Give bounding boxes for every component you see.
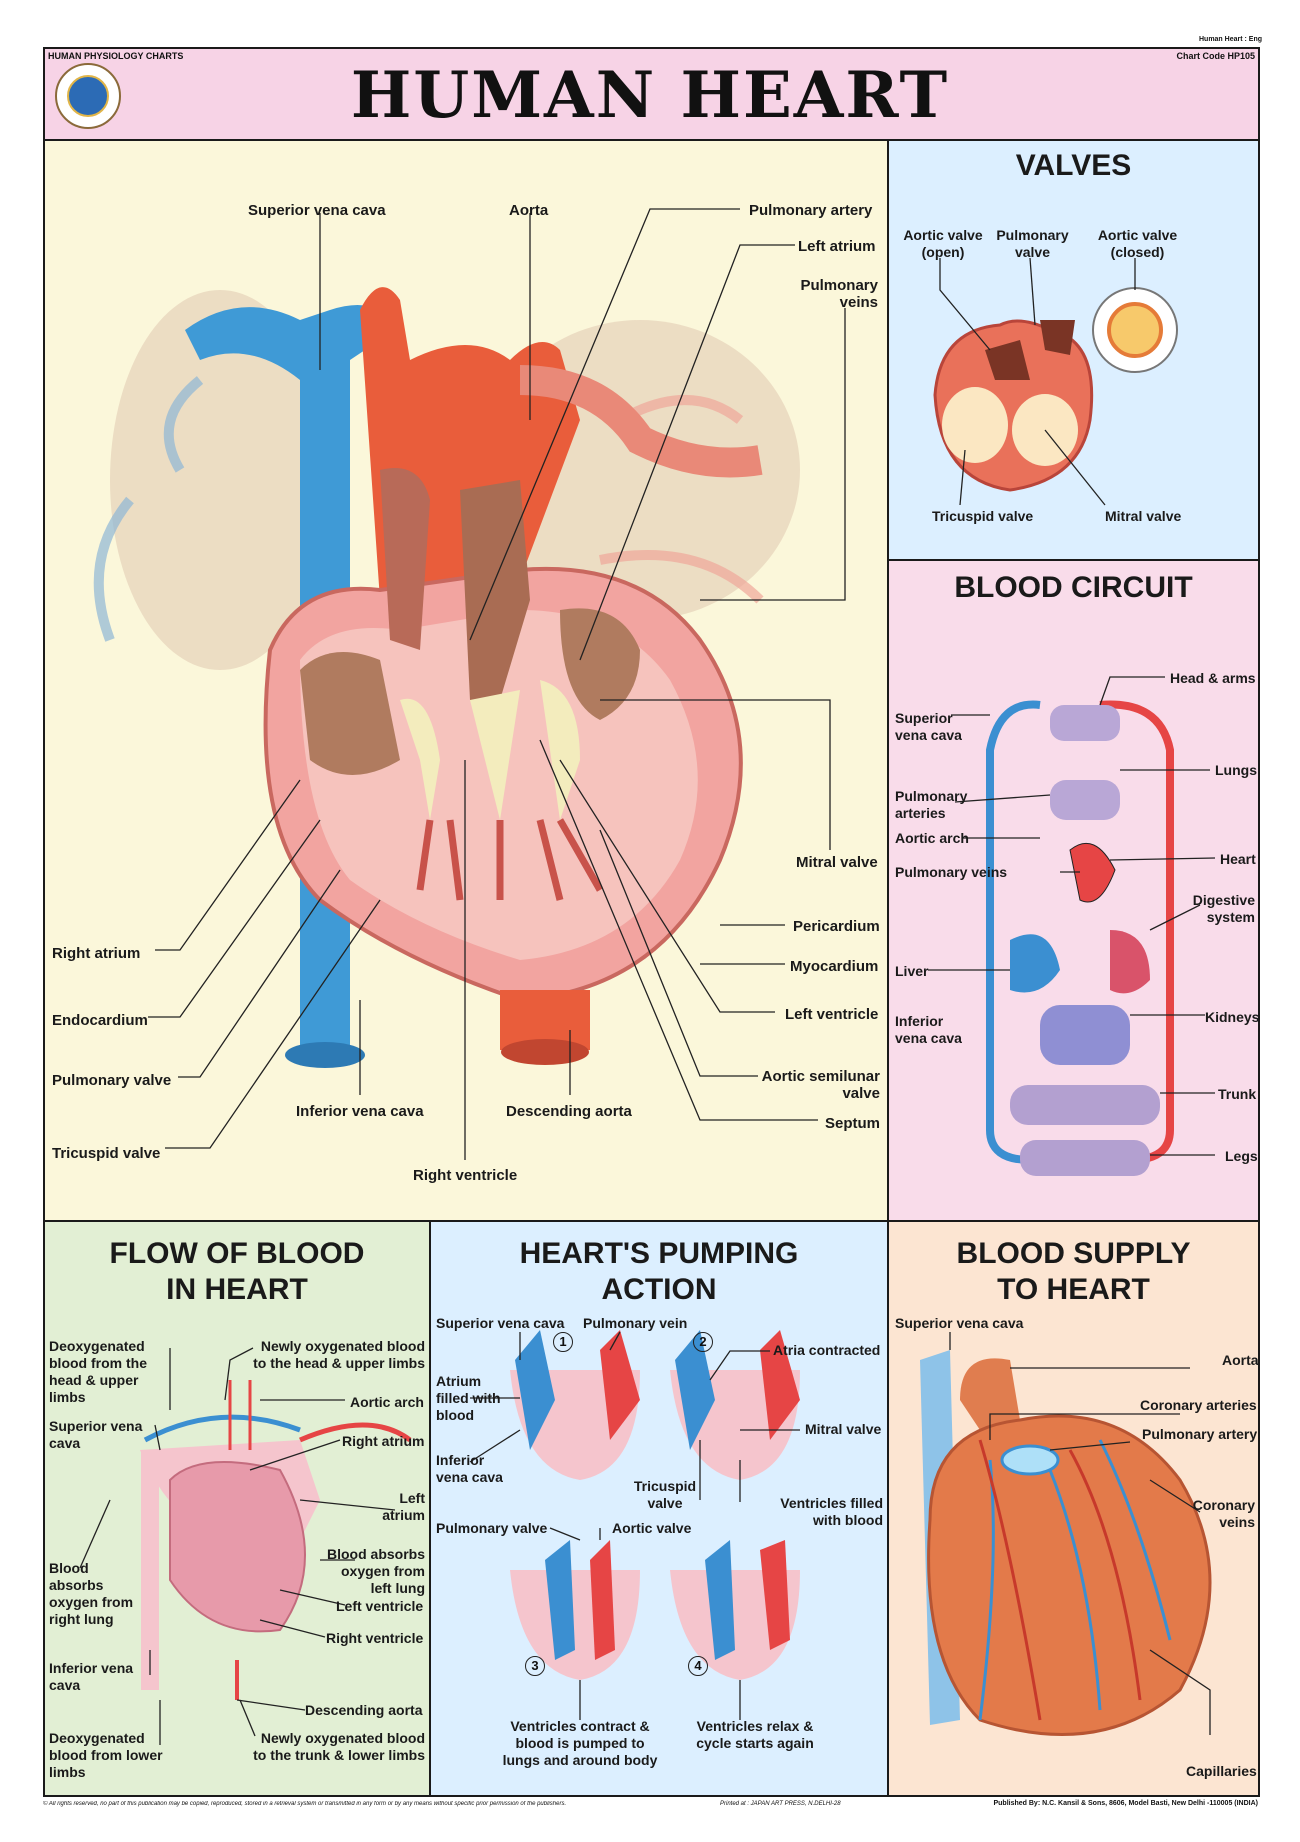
label-pulmonary-veins: Pulmonary veins [895, 864, 1008, 880]
label-coronary-veins: Coronary veins [1192, 1497, 1255, 1530]
label-tricuspid-valve: Tricuspid valve [633, 1478, 697, 1511]
label-left-atrium: Left atrium [382, 1490, 425, 1523]
chart-code: Chart Code HP105 [1176, 51, 1255, 61]
label-pulmonary-valve: Pulmonary valve [996, 227, 1069, 260]
label-left-ventricle: Left ventricle [336, 1598, 424, 1614]
label-septum: Septum [825, 1115, 881, 1132]
pump-panel [429, 1220, 889, 1797]
label-inferior-vena-cava: Inferior vena cava [296, 1103, 424, 1120]
label-pericardium: Pericardium [793, 918, 880, 935]
label-deoxy-lower: Deoxygenated blood from lower limbs [49, 1730, 163, 1780]
label-inferior-vena-cava: Inferior vena cava [436, 1452, 503, 1485]
label-deoxy-upper: Deoxygenated blood from the head & upper… [49, 1338, 147, 1405]
label-pulmonary-veins: Pulmonary veins [800, 277, 878, 311]
pump-title: HEART'S PUMPING ACTION [519, 1237, 799, 1306]
step-2: 2 [693, 1332, 713, 1352]
label-inferior-vena-cava: Inferior vena cava [49, 1660, 134, 1693]
label-absorbs-left-lung: Blood absorbs oxygen from left lung [326, 1546, 425, 1596]
valves-illustration [933, 257, 1178, 506]
label-lungs: Lungs [1215, 762, 1257, 778]
label-ventricles-contract: Ventricles contract & blood is pumped to… [502, 1718, 658, 1768]
footer-printer: Printed at : JAPAN ART PRESS, N.DELHI-28 [720, 1801, 841, 1807]
label-oxy-lower: Newly oxygenated blood to the trunk & lo… [253, 1730, 425, 1763]
label-ventricles-relax: Ventricles relax & cycle starts again [696, 1718, 814, 1751]
label-aortic-valve-open: Aortic valve (open) [903, 227, 983, 260]
flow-title: FLOW OF BLOOD IN HEART [109, 1237, 365, 1306]
main-heart-illustration [185, 287, 763, 1068]
label-inferior-vena-cava: Inferior vena cava [895, 1013, 962, 1046]
label-oxy-upper: Newly oxygenated blood to the head & upp… [253, 1338, 425, 1371]
series-label: HUMAN PHYSIOLOGY CHARTS [48, 51, 184, 61]
flow-illustration [79, 1347, 412, 1745]
label-ventricles-filled: Ventricles filled with blood [780, 1495, 883, 1528]
label-right-ventricle: Right ventricle [326, 1630, 424, 1646]
label-pulmonary-artery: Pulmonary artery [749, 202, 873, 219]
label-aortic-valve-closed: Aortic valve (closed) [1097, 227, 1178, 260]
blood-circuit-illustration [928, 676, 1216, 1176]
supply-title: BLOOD SUPPLY TO HEART [956, 1237, 1191, 1306]
supply-illustration [920, 1332, 1212, 1736]
label-mitral-valve: Mitral valve [796, 854, 878, 871]
label-head-arms: Head & arms [1170, 670, 1256, 686]
label-atria-contracted: Atria contracted [773, 1342, 881, 1358]
label-legs: Legs [1225, 1148, 1258, 1164]
label-pulmonary-arteries: Pulmonary arteries [895, 788, 968, 821]
label-pulmonary-valve: Pulmonary valve [52, 1072, 172, 1089]
label-myocardium: Myocardium [790, 958, 879, 975]
label-digestive-system: Digestive system [1192, 892, 1255, 925]
label-tricuspid-valve: Tricuspid valve [52, 1145, 161, 1162]
label-superior-vena-cava: Superior vena cava [436, 1315, 565, 1331]
label-aorta: Aorta [1222, 1352, 1259, 1368]
label-tricuspid-valve: Tricuspid valve [932, 508, 1034, 524]
label-aortic-valve: Aortic valve [612, 1520, 692, 1536]
label-aortic-arch: Aortic arch [895, 830, 969, 846]
label-trunk: Trunk [1218, 1086, 1257, 1102]
main-leader-lines [148, 208, 846, 1160]
step-1: 1 [553, 1332, 573, 1352]
label-kidneys: Kidneys [1205, 1009, 1260, 1025]
label-descending-aorta: Descending aorta [506, 1103, 632, 1120]
pumping-illustration [469, 1330, 800, 1720]
label-pulmonary-valve: Pulmonary valve [436, 1520, 548, 1536]
step-4: 4 [688, 1656, 708, 1676]
footer-rights: © All rights reserved, no part of this p… [43, 1801, 567, 1807]
top-note: Human Heart : Eng [1198, 36, 1262, 43]
label-coronary-arteries: Coronary arteries [1140, 1397, 1257, 1413]
label-atrium-filled: Atrium filled with blood [436, 1373, 501, 1423]
label-superior-vena-cava: Superior vena cava [49, 1418, 143, 1451]
label-aorta: Aorta [509, 202, 549, 219]
label-mitral-valve: Mitral valve [805, 1421, 882, 1437]
label-aortic-arch: Aortic arch [350, 1394, 424, 1410]
label-mitral-valve: Mitral valve [1105, 508, 1182, 524]
label-heart: Heart [1220, 851, 1256, 867]
label-endocardium: Endocardium [52, 1012, 148, 1029]
label-right-ventricle: Right ventricle [413, 1167, 518, 1184]
step-3: 3 [525, 1656, 545, 1676]
label-pulmonary-vein: Pulmonary vein [583, 1315, 688, 1331]
label-superior-vena-cava: Superior vena cava [248, 202, 386, 219]
label-pulmonary-artery: Pulmonary artery [1142, 1426, 1258, 1442]
footer-publisher: Published By: N.C. Kansil & Sons, 8606, … [993, 1800, 1258, 1807]
valves-title: VALVES [1015, 149, 1132, 182]
label-aortic-semilunar-valve: Aortic semilunar valve [761, 1068, 880, 1102]
label-left-ventricle: Left ventricle [785, 1006, 879, 1023]
label-descending-aorta: Descending aorta [305, 1702, 423, 1718]
label-superior-vena-cava: Superior vena cava [895, 710, 962, 743]
label-absorbs-right-lung: Blood absorbs oxygen from right lung [49, 1560, 134, 1627]
label-capillaries: Capillaries [1186, 1763, 1257, 1779]
label-right-atrium: Right atrium [52, 945, 141, 962]
publisher-logo [55, 63, 121, 129]
page-title: HUMAN HEART [350, 58, 950, 133]
label-liver: Liver [895, 963, 929, 979]
circuit-title: BLOOD CIRCUIT [954, 571, 1193, 604]
label-left-atrium: Left atrium [798, 238, 876, 255]
label-superior-vena-cava: Superior vena cava [895, 1315, 1024, 1331]
label-right-atrium: Right atrium [342, 1433, 425, 1449]
